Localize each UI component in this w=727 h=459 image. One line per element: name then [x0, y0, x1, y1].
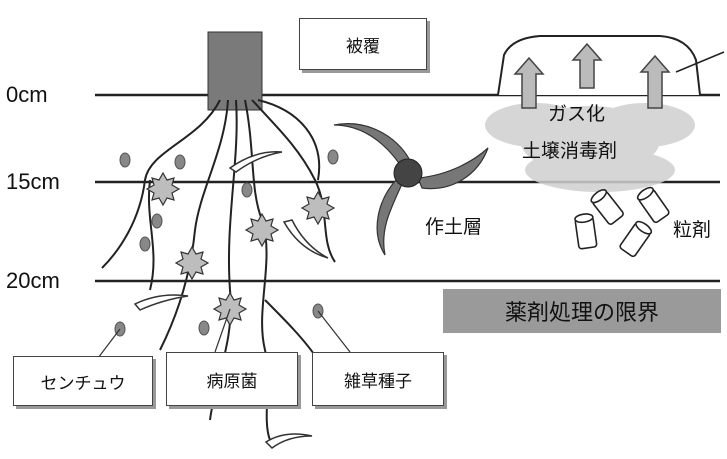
- depth-20cm: 20cm: [6, 268, 60, 293]
- granule-icon: [574, 186, 670, 258]
- depth-0cm: 0cm: [6, 82, 48, 107]
- pathogen-label-box: 病原菌: [166, 352, 298, 406]
- weed-seeds: [114, 149, 339, 337]
- weed-seed-label: 雑草種子: [344, 371, 412, 392]
- pathogen-spores: [145, 171, 336, 327]
- weed-seed-label-box: 雑草種子: [312, 352, 444, 406]
- tillage-rotor-icon: [333, 123, 489, 256]
- fumigant-label: 土壌消毒剤: [522, 140, 618, 162]
- pathogen-label: 病原菌: [206, 371, 258, 392]
- gas-arrows: [513, 42, 671, 109]
- treatment-limit-label: 薬剤処理の限界: [504, 301, 659, 326]
- tillage-label: 作土層: [425, 216, 483, 238]
- gas-cloud: [485, 103, 695, 192]
- treatment-limit-banner: 薬剤処理の限界: [443, 289, 721, 333]
- nematodes: [133, 151, 329, 449]
- covering-label: 被覆: [346, 36, 380, 57]
- gas-label: ガス化: [548, 103, 606, 125]
- granule-label: 粒剤: [673, 219, 712, 241]
- covering-pointer: [675, 51, 725, 73]
- nematode-label: センチュウ: [40, 373, 126, 394]
- depth-15cm: 15cm: [6, 169, 60, 194]
- nematode-label-box: センチュウ: [13, 356, 153, 406]
- covering-label-box: 被覆: [299, 18, 427, 70]
- plant-stem: [207, 31, 263, 111]
